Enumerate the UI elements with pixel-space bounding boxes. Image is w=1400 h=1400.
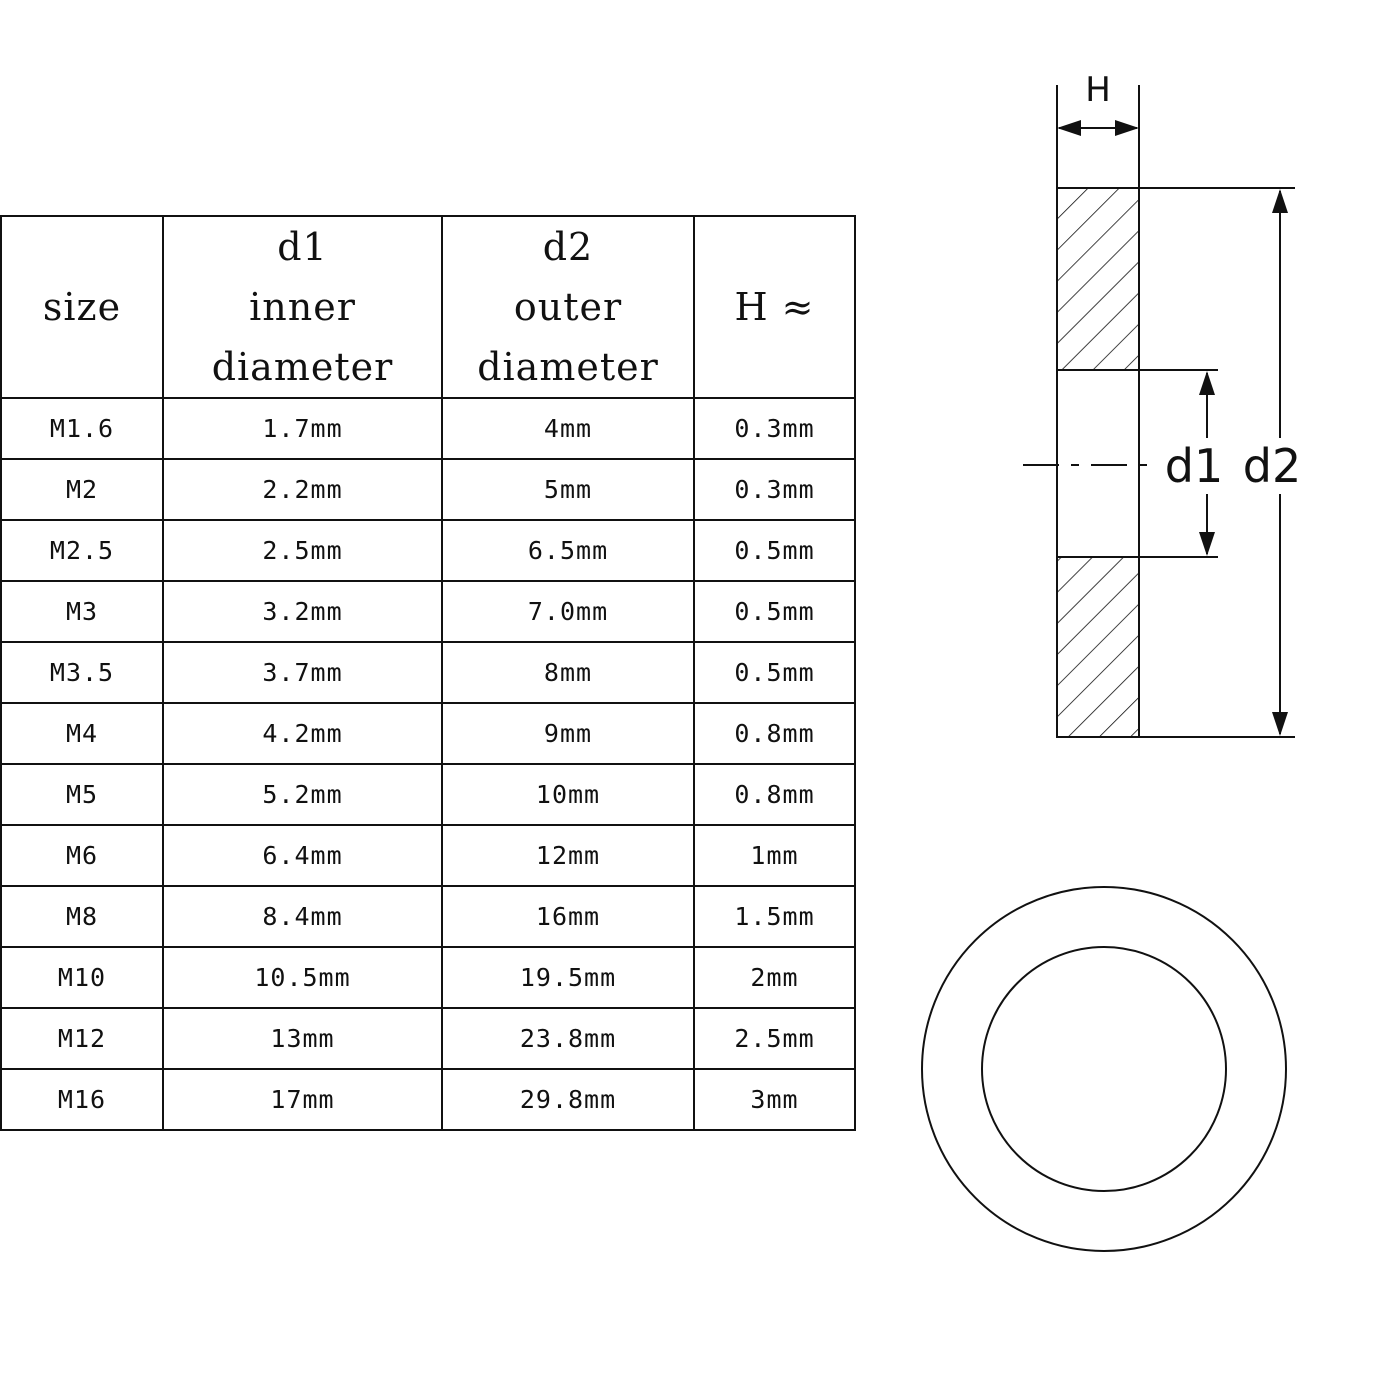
cell-outer-diameter: 7.0mm	[441, 580, 695, 643]
cell-inner-diameter: 3.2mm	[162, 580, 443, 643]
cell-thickness: 0.3mm	[693, 397, 856, 460]
cell-thickness: 0.5mm	[693, 641, 856, 704]
cell-thickness: 2.5mm	[693, 1007, 856, 1070]
header-line: diameter	[477, 345, 659, 389]
cell-size: M16	[0, 1068, 164, 1131]
cell-thickness: 0.3mm	[693, 458, 856, 521]
cell-thickness: 0.8mm	[693, 763, 856, 826]
cell-thickness: 2mm	[693, 946, 856, 1009]
header-line: d2	[542, 225, 594, 269]
cell-outer-diameter: 19.5mm	[441, 946, 695, 1009]
h-dimension-label: H	[1085, 70, 1111, 110]
cell-thickness: 0.5mm	[693, 519, 856, 582]
section-bore	[1056, 369, 1140, 558]
cell-outer-diameter: 12mm	[441, 824, 695, 887]
table-header-row: size d1 inner diameter d2 outer diameter…	[0, 215, 856, 399]
d2-dimension-label: d2	[1243, 439, 1301, 493]
cell-outer-diameter: 4mm	[441, 397, 695, 460]
cell-size: M2	[0, 458, 164, 521]
cell-inner-diameter: 13mm	[162, 1007, 443, 1070]
cell-inner-diameter: 4.2mm	[162, 702, 443, 765]
cell-thickness: 0.5mm	[693, 580, 856, 643]
header-outer-diameter: d2 outer diameter	[441, 215, 695, 399]
cell-size: M6	[0, 824, 164, 887]
cell-size: M2.5	[0, 519, 164, 582]
cell-outer-diameter: 8mm	[441, 641, 695, 704]
cell-size: M10	[0, 946, 164, 1009]
inner-circle	[981, 946, 1227, 1192]
top-view	[921, 886, 1287, 1252]
header-line: inner	[249, 285, 356, 329]
label-backdrop	[1162, 438, 1304, 494]
cell-size: M5	[0, 763, 164, 826]
cell-outer-diameter: 10mm	[441, 763, 695, 826]
section-lower-hatched	[1056, 556, 1140, 738]
cell-inner-diameter: 2.2mm	[162, 458, 443, 521]
header-line: diameter	[211, 345, 394, 389]
cell-size: M8	[0, 885, 164, 948]
d1-dimension-label: d1	[1165, 439, 1223, 493]
cell-outer-diameter: 23.8mm	[441, 1007, 695, 1070]
header-inner-diameter: d1 inner diameter	[162, 215, 443, 399]
cell-size: M1.6	[0, 397, 164, 460]
cell-inner-diameter: 3.7mm	[162, 641, 443, 704]
cell-inner-diameter: 1.7mm	[162, 397, 443, 460]
outer-circle	[921, 886, 1287, 1252]
cell-inner-diameter: 5.2mm	[162, 763, 443, 826]
cell-outer-diameter: 5mm	[441, 458, 695, 521]
cell-inner-diameter: 10.5mm	[162, 946, 443, 1009]
side-section-view: H d1 d2	[1023, 70, 1304, 738]
cell-inner-diameter: 17mm	[162, 1068, 443, 1131]
cell-outer-diameter: 6.5mm	[441, 519, 695, 582]
cell-size: M4	[0, 702, 164, 765]
header-thickness: H ≈	[693, 215, 856, 399]
cell-thickness: 1mm	[693, 824, 856, 887]
cell-outer-diameter: 29.8mm	[441, 1068, 695, 1131]
header-line: d1	[277, 225, 328, 269]
cell-inner-diameter: 2.5mm	[162, 519, 443, 582]
cell-outer-diameter: 16mm	[441, 885, 695, 948]
header-line: H ≈	[734, 285, 815, 329]
header-line: size	[42, 285, 122, 329]
cell-size: M3.5	[0, 641, 164, 704]
cell-thickness: 1.5mm	[693, 885, 856, 948]
cell-inner-diameter: 8.4mm	[162, 885, 443, 948]
header-line: outer	[513, 285, 623, 329]
section-upper-hatched	[1056, 187, 1140, 371]
header-size: size	[0, 215, 164, 399]
cell-size: M12	[0, 1007, 164, 1070]
cell-thickness: 0.8mm	[693, 702, 856, 765]
washer-size-table: size d1 inner diameter d2 outer diameter…	[0, 215, 856, 1131]
cell-thickness: 3mm	[693, 1068, 856, 1131]
cell-size: M3	[0, 580, 164, 643]
cell-outer-diameter: 9mm	[441, 702, 695, 765]
cell-inner-diameter: 6.4mm	[162, 824, 443, 887]
